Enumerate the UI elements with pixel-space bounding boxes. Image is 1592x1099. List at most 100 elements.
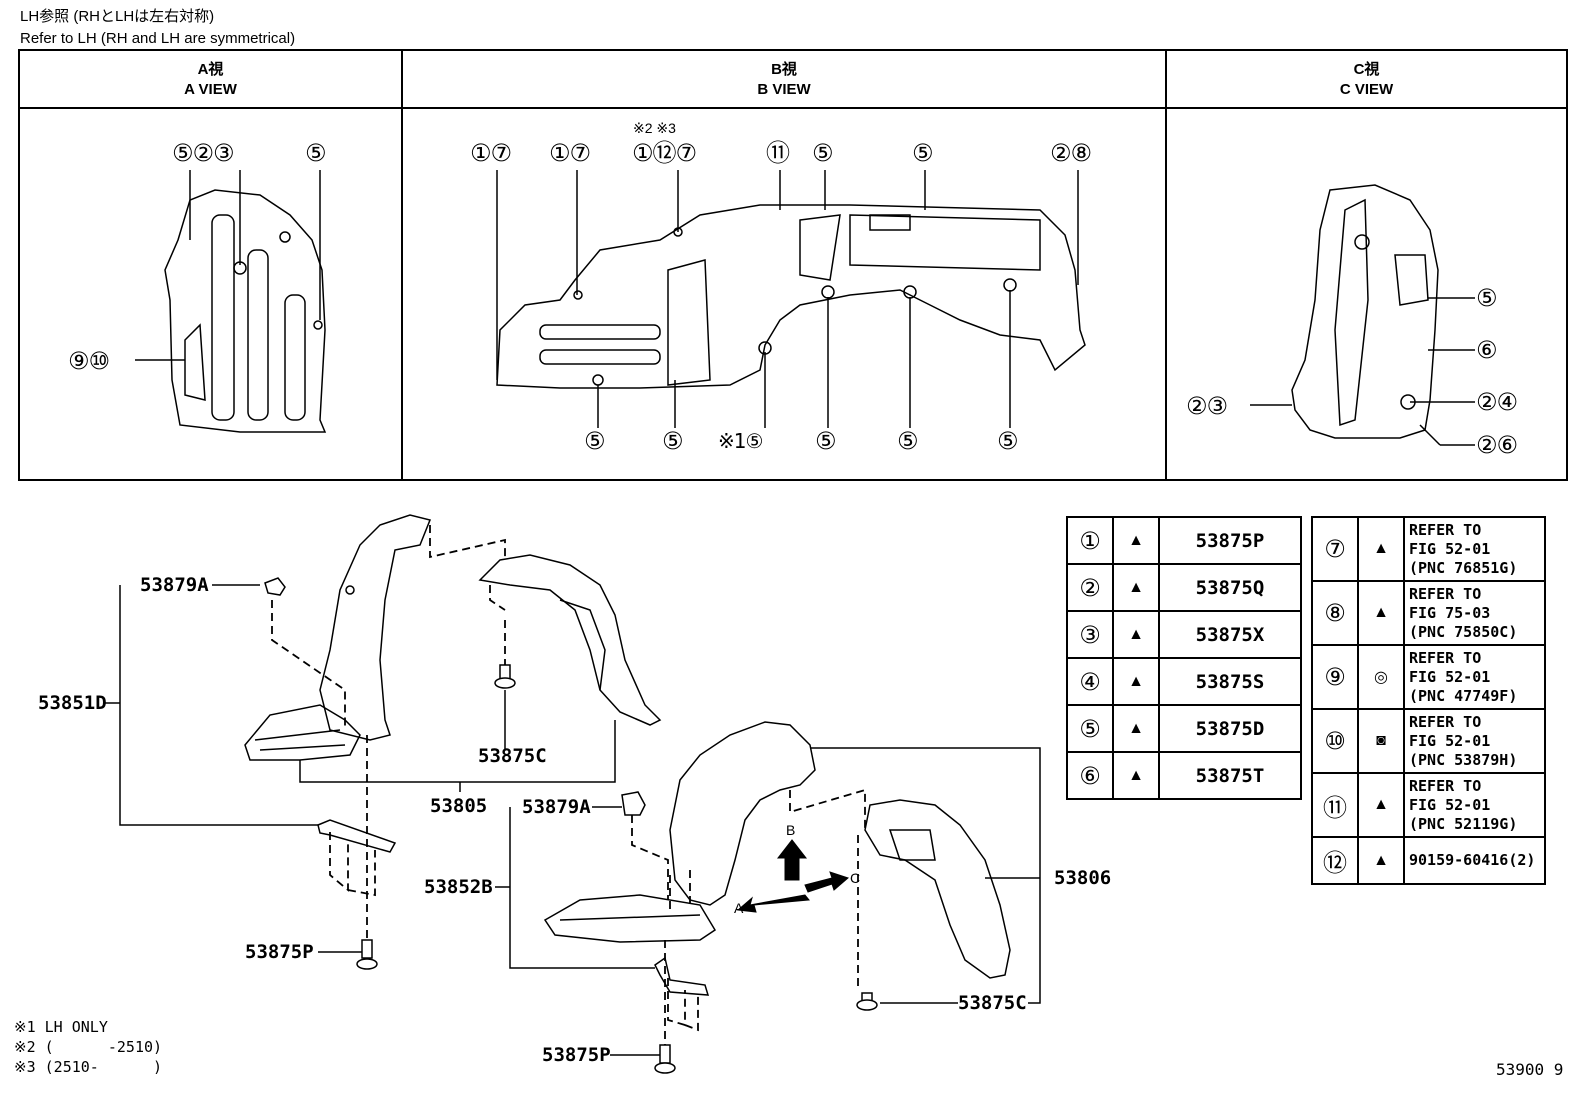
parts-row: ② ▲ 53875Q — [1066, 563, 1302, 612]
clip-icon: ▲ — [1112, 657, 1160, 706]
parts-row: ④ ▲ 53875S — [1066, 657, 1302, 706]
parts-row: ⑨ ◎ REFER TO FIG 52-01 (PNC 47749F) — [1311, 644, 1546, 710]
part-label-53875p-bottom: 53875P — [542, 1044, 611, 1066]
b-view-callout-top-4: ⑪ — [766, 139, 790, 167]
nut-icon: ◎ — [1357, 644, 1405, 710]
callout-lines — [105, 584, 1041, 1056]
parts-table-left: ① ▲ 53875P ② ▲ 53875Q ③ ▲ 53875X ④ ▲ 538… — [1066, 516, 1302, 800]
parts-num: ⑧ — [1311, 580, 1359, 646]
clip-icon: ▲ — [1112, 516, 1160, 565]
parts-code: 53875Q — [1158, 563, 1302, 612]
brackets-drawing — [317, 819, 710, 996]
part-label-53879a-top: 53879A — [140, 574, 209, 596]
arrow-label-a: A — [734, 900, 744, 916]
part-label-53879a-mid: 53879A — [522, 796, 591, 818]
clip-icon: ▲ — [1112, 610, 1160, 659]
parts-num: ⑨ — [1311, 644, 1359, 710]
bolt-icon: ▲ — [1357, 836, 1405, 885]
b-view-callout-top-1: ①⑦ — [470, 139, 512, 167]
c-view-callout-1: ⑤ — [1476, 284, 1497, 312]
parts-num: ⑤ — [1066, 704, 1114, 753]
parts-num: ① — [1066, 516, 1114, 565]
c-view-callout-4: ②⑥ — [1476, 431, 1518, 459]
parts-row: ① ▲ 53875P — [1066, 516, 1302, 565]
parts-code: 53875P — [1158, 516, 1302, 565]
parts-num: ④ — [1066, 657, 1114, 706]
part-label-53852b: 53852B — [424, 876, 493, 898]
parts-reference: REFER TO FIG 52-01 (PNC 47749F) — [1403, 644, 1546, 710]
parts-num: ② — [1066, 563, 1114, 612]
b-view-callout-bottom-1: ⑤ — [584, 427, 605, 455]
b-view-callout-top-6: ⑤ — [912, 139, 933, 167]
clip-icon: ▲ — [1357, 580, 1405, 646]
liner-53806-drawing — [864, 799, 1011, 979]
liner-53852b-drawing — [543, 721, 816, 943]
liner-53805-drawing — [478, 554, 662, 726]
parts-reference: REFER TO FIG 52-01 (PNC 52119G) — [1403, 772, 1546, 838]
b-view-liner-drawing — [496, 204, 1086, 389]
b-view-callout-top-2: ①⑦ — [549, 139, 591, 167]
a-view-callout-top-right: ⑤ — [305, 139, 326, 167]
b-view-title-en: B VIEW — [757, 81, 811, 98]
parts-code: 53875X — [1158, 610, 1302, 659]
part-label-53806: 53806 — [1054, 867, 1112, 889]
b-view-leaders — [496, 170, 1079, 428]
parts-num: ⑪ — [1311, 772, 1359, 838]
parts-row: ⑥ ▲ 53875T — [1066, 751, 1302, 800]
parts-num: ⑥ — [1066, 751, 1114, 800]
a-view-callout-top-left: ⑤②③ — [172, 139, 235, 167]
parts-row: ⑧ ▲ REFER TO FIG 75-03 (PNC 75850C) — [1311, 580, 1546, 646]
a-view-liner-drawing — [164, 189, 327, 433]
c-view-title-jp: C視 — [1353, 61, 1380, 78]
parts-row: ③ ▲ 53875X — [1066, 610, 1302, 659]
figure-code: 53900 9 — [1496, 1060, 1564, 1079]
b-view-callout-bottom-6: ⑤ — [997, 427, 1018, 455]
arrow-label-b: B — [786, 822, 796, 838]
a-view-header: A視 A VIEW — [19, 60, 402, 100]
parts-code: 53875T — [1158, 751, 1302, 800]
clip-icon: ▲ — [1112, 704, 1160, 753]
part-label-53875p-left: 53875P — [245, 941, 314, 963]
parts-num: ⑦ — [1311, 516, 1359, 582]
b-view-title-jp: B視 — [771, 61, 797, 78]
header-japanese: LH参照 (RHとLHは左右対称) — [20, 8, 215, 25]
c-view-title-en: C VIEW — [1339, 81, 1394, 98]
part-label-53875c-top: 53875C — [478, 745, 547, 767]
parts-row: ⑤ ▲ 53875D — [1066, 704, 1302, 753]
a-view-leaders — [135, 170, 321, 361]
b-view-callout-top-7: ②⑧ — [1050, 139, 1092, 167]
parts-code: 53875D — [1158, 704, 1302, 753]
b-view-notes-top: ※2 ※3 — [633, 120, 676, 136]
parts-row: ⑩ ◙ REFER TO FIG 52-01 (PNC 53879H) — [1311, 708, 1546, 774]
c-view-leaders — [1250, 297, 1475, 446]
parts-reference: REFER TO FIG 52-01 (PNC 76851G) — [1403, 516, 1546, 582]
footnote-2: ※2 ( -2510) — [14, 1038, 163, 1056]
b-view-header: B視 B VIEW — [402, 60, 1166, 100]
bracket-clip-icon: ◙ — [1357, 708, 1405, 774]
parts-reference: REFER TO FIG 75-03 (PNC 75850C) — [1403, 580, 1546, 646]
clip-icon: ▲ — [1112, 563, 1160, 612]
part-label-53805: 53805 — [430, 795, 488, 817]
a-view-title-en: A VIEW — [184, 81, 237, 98]
c-view-callout-left: ②③ — [1186, 392, 1228, 420]
b-view-callout-bottom-4: ⑤ — [815, 427, 836, 455]
clip-icon: ▲ — [1357, 516, 1405, 582]
parts-num: ⑩ — [1311, 708, 1359, 774]
clip-icon: ▲ — [1112, 751, 1160, 800]
b-view-callout-bottom-5: ⑤ — [897, 427, 918, 455]
parts-num: ③ — [1066, 610, 1114, 659]
parts-row: ⑫ ▲ 90159-60416(2) — [1311, 836, 1546, 885]
view-frame — [18, 49, 1568, 481]
b-view-callout-top-3: ①⑫⑦ — [632, 139, 697, 167]
part-label-53875c-bottom: 53875C — [958, 992, 1027, 1014]
c-view-callout-3: ②④ — [1476, 388, 1518, 416]
parts-table-right: ⑦ ▲ REFER TO FIG 52-01 (PNC 76851G) ⑧ ▲ … — [1311, 516, 1546, 885]
parts-num: ⑫ — [1311, 836, 1359, 885]
footnote-3: ※3 (2510- ) — [14, 1058, 163, 1076]
c-view-liner-drawing — [1291, 184, 1439, 439]
fasteners-drawing — [264, 577, 878, 1074]
b-view-callout-bottom-2: ⑤ — [662, 427, 683, 455]
part-label-53851d: 53851D — [38, 692, 107, 714]
b-view-callout-top-5: ⑤ — [812, 139, 833, 167]
